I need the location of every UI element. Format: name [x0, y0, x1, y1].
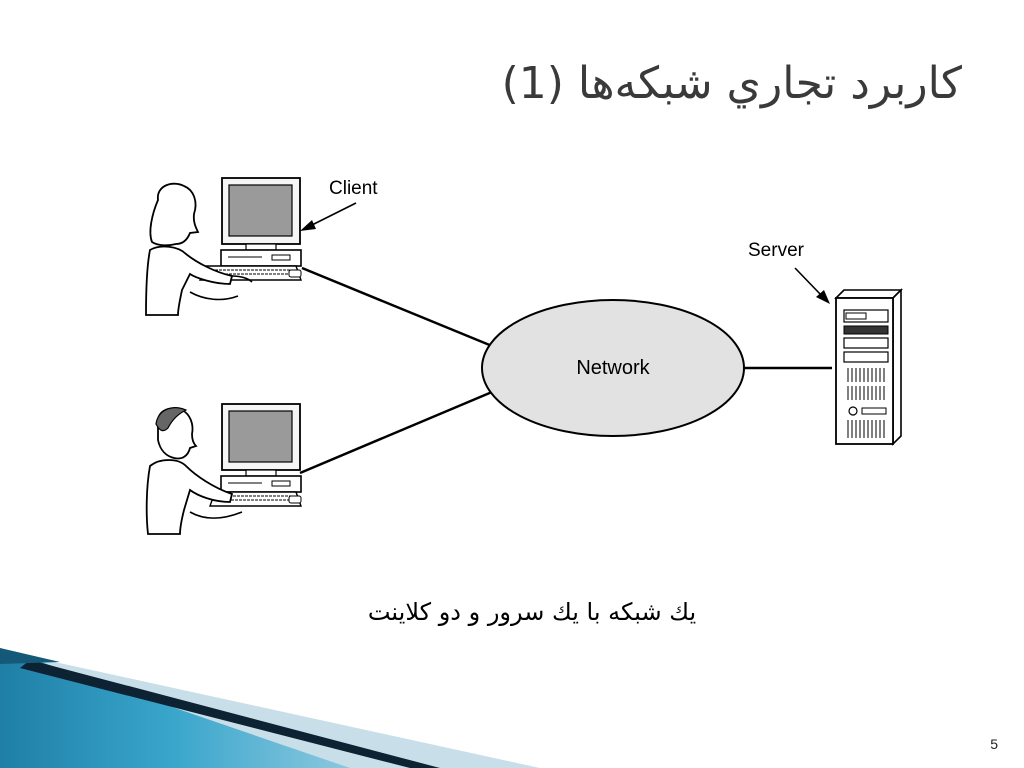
client2-network-link [299, 390, 493, 475]
monitor-icon [221, 403, 301, 477]
client-label: Client [329, 178, 378, 199]
slide-title: كاربرد تجاري شبكه‌ها (1) [501, 58, 962, 109]
monitor-icon [221, 177, 301, 251]
server-tower-icon [834, 288, 903, 446]
page-number: 5 [990, 736, 998, 752]
slide-caption: يك شبكه با يك سرور و دو كلاينت [367, 598, 697, 626]
client-arrow [300, 202, 357, 231]
computer-case-icon [220, 249, 302, 267]
server-label: Server [748, 240, 805, 261]
man-user-icon [145, 407, 243, 535]
network-diagram: Network Client Server [145, 177, 903, 535]
client-workstation-2 [145, 403, 302, 535]
client1-network-link [301, 266, 493, 348]
woman-user-icon [145, 182, 253, 316]
server-vent-grille [847, 368, 885, 438]
network-label: Network [576, 357, 650, 379]
server-arrow [794, 267, 830, 304]
client-workstation-1 [145, 177, 302, 316]
network-cloud: Network [481, 299, 745, 437]
